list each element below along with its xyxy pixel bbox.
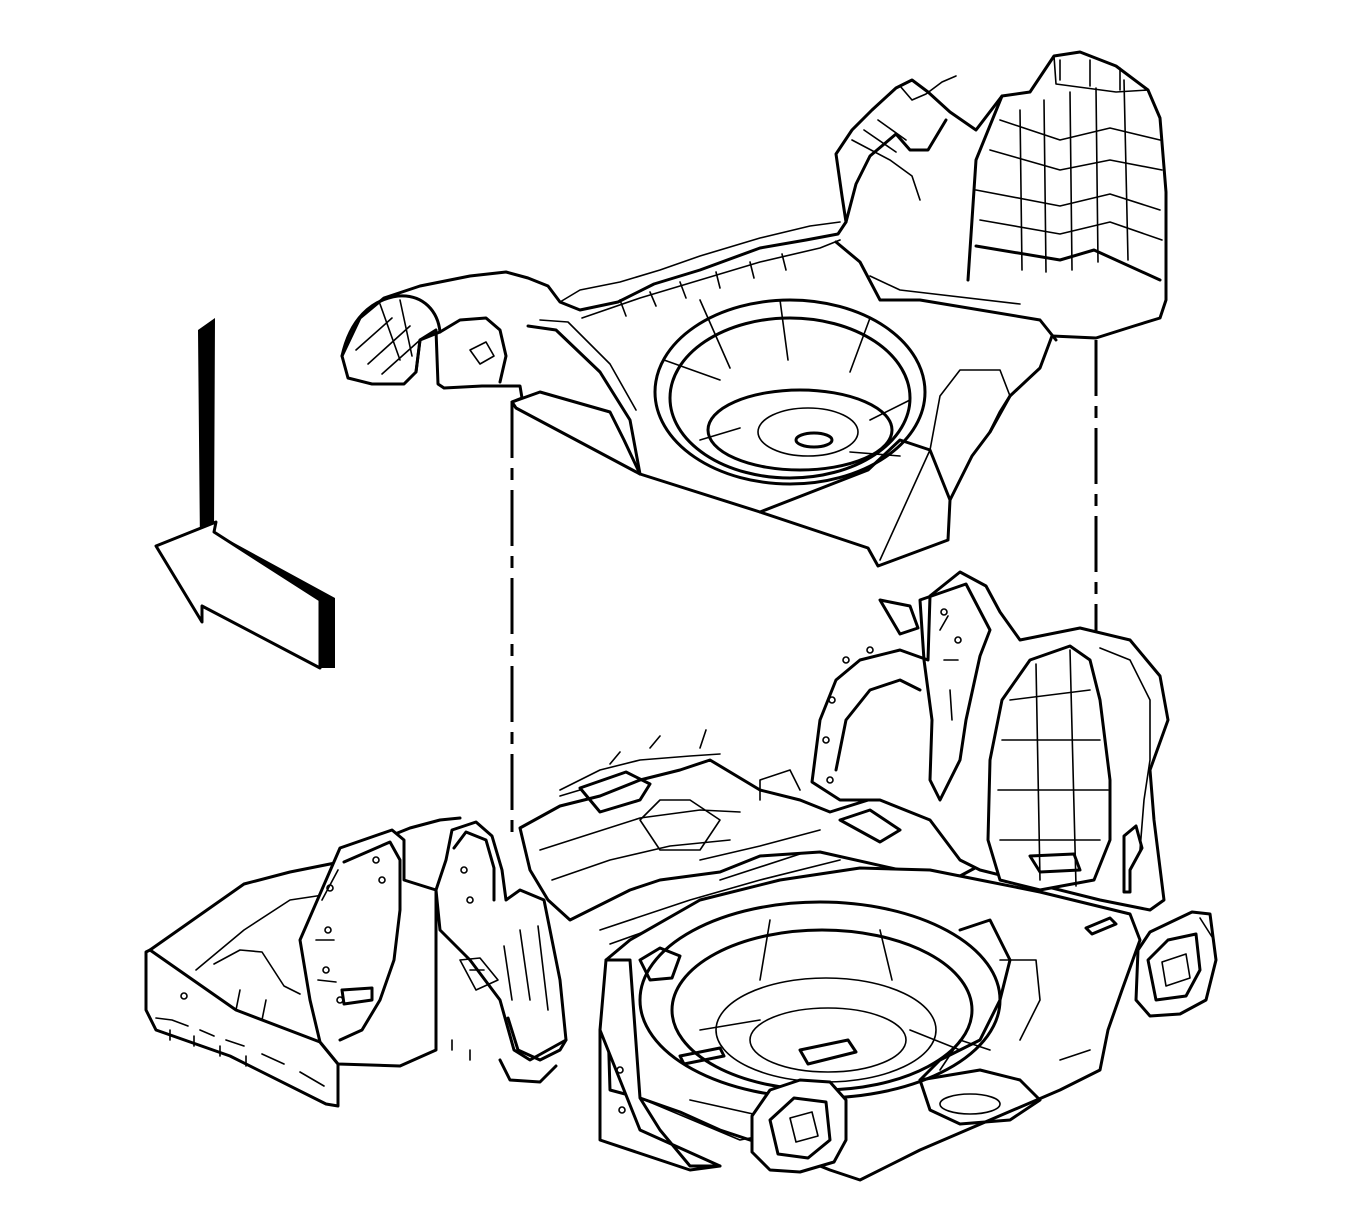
rear-underbody-assembly bbox=[144, 570, 1218, 1182]
rear-compartment-trim-panel bbox=[340, 50, 1168, 568]
forward-direction-arrow-icon bbox=[154, 318, 335, 670]
